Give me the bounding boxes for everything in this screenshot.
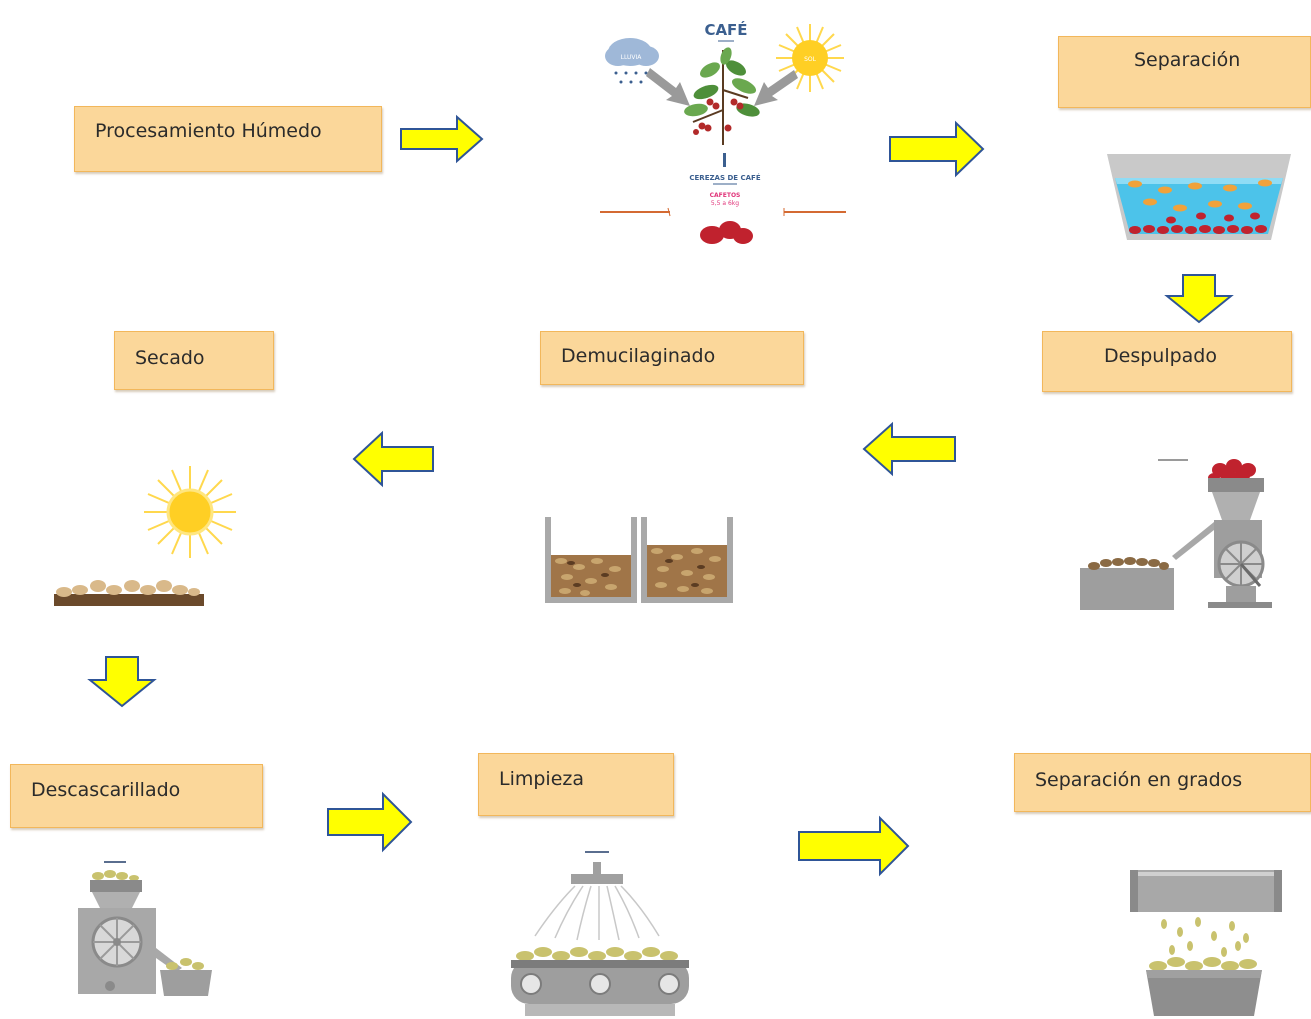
step-secado: Secado xyxy=(114,331,274,390)
svg-text:5,5 a 6kg: 5,5 a 6kg xyxy=(711,200,739,207)
step-label: Demucilaginado xyxy=(561,345,716,367)
cleaning-conveyor-icon xyxy=(511,851,689,1016)
step-label: Secado xyxy=(135,347,205,369)
step-label: Procesamiento Húmedo xyxy=(95,120,322,142)
coffee-plant-icon xyxy=(684,47,760,145)
arrow-right-icon xyxy=(400,114,484,164)
step-label: Separación en grados xyxy=(1035,769,1243,791)
arrow-right-icon xyxy=(798,815,910,877)
step-label: Limpieza xyxy=(499,768,585,790)
pulping-machine-icon xyxy=(1080,459,1272,610)
arrow-down-icon xyxy=(87,656,157,708)
step-label: Despulpado xyxy=(1104,345,1217,367)
step-separacion-en-grados: Separación en grados xyxy=(1014,753,1311,812)
grading-sieve-icon xyxy=(1130,870,1282,1016)
arrow-left-icon xyxy=(862,421,956,477)
step-label: Descascarillado xyxy=(31,779,181,801)
hulling-machine-icon xyxy=(78,861,212,996)
coffee-plant-illustration: CAFÉ LLUVIA SOL xyxy=(600,20,846,244)
step-descascarillado: Descascarillado xyxy=(10,764,263,828)
arrow-right-icon xyxy=(327,791,413,853)
cafe-title: CAFÉ xyxy=(704,20,747,39)
step-procesamiento-humedo: Procesamiento Húmedo xyxy=(74,106,382,172)
step-demucilaginado: Demucilaginado xyxy=(540,331,804,385)
svg-text:CAFETOS: CAFETOS xyxy=(710,192,741,199)
water-tank-icon xyxy=(1107,154,1291,240)
svg-text:SOL: SOL xyxy=(804,56,817,63)
drying-sun-icon xyxy=(54,466,236,606)
step-separacion: Separación xyxy=(1058,36,1311,108)
coffee-cherries-icon xyxy=(700,221,753,244)
step-limpieza: Limpieza xyxy=(478,753,674,816)
svg-text:LLUVIA: LLUVIA xyxy=(621,54,643,61)
arrow-right-icon xyxy=(889,120,985,178)
rain-cloud-icon: LLUVIA xyxy=(605,38,659,84)
arrow-down-icon xyxy=(1164,274,1234,324)
step-label: Separación xyxy=(1134,49,1241,71)
arrow-left-icon xyxy=(352,430,434,488)
svg-text:CEREZAS DE CAFÉ: CEREZAS DE CAFÉ xyxy=(689,173,760,182)
step-despulpado: Despulpado xyxy=(1042,331,1292,392)
fermentation-tanks-icon xyxy=(545,517,733,603)
